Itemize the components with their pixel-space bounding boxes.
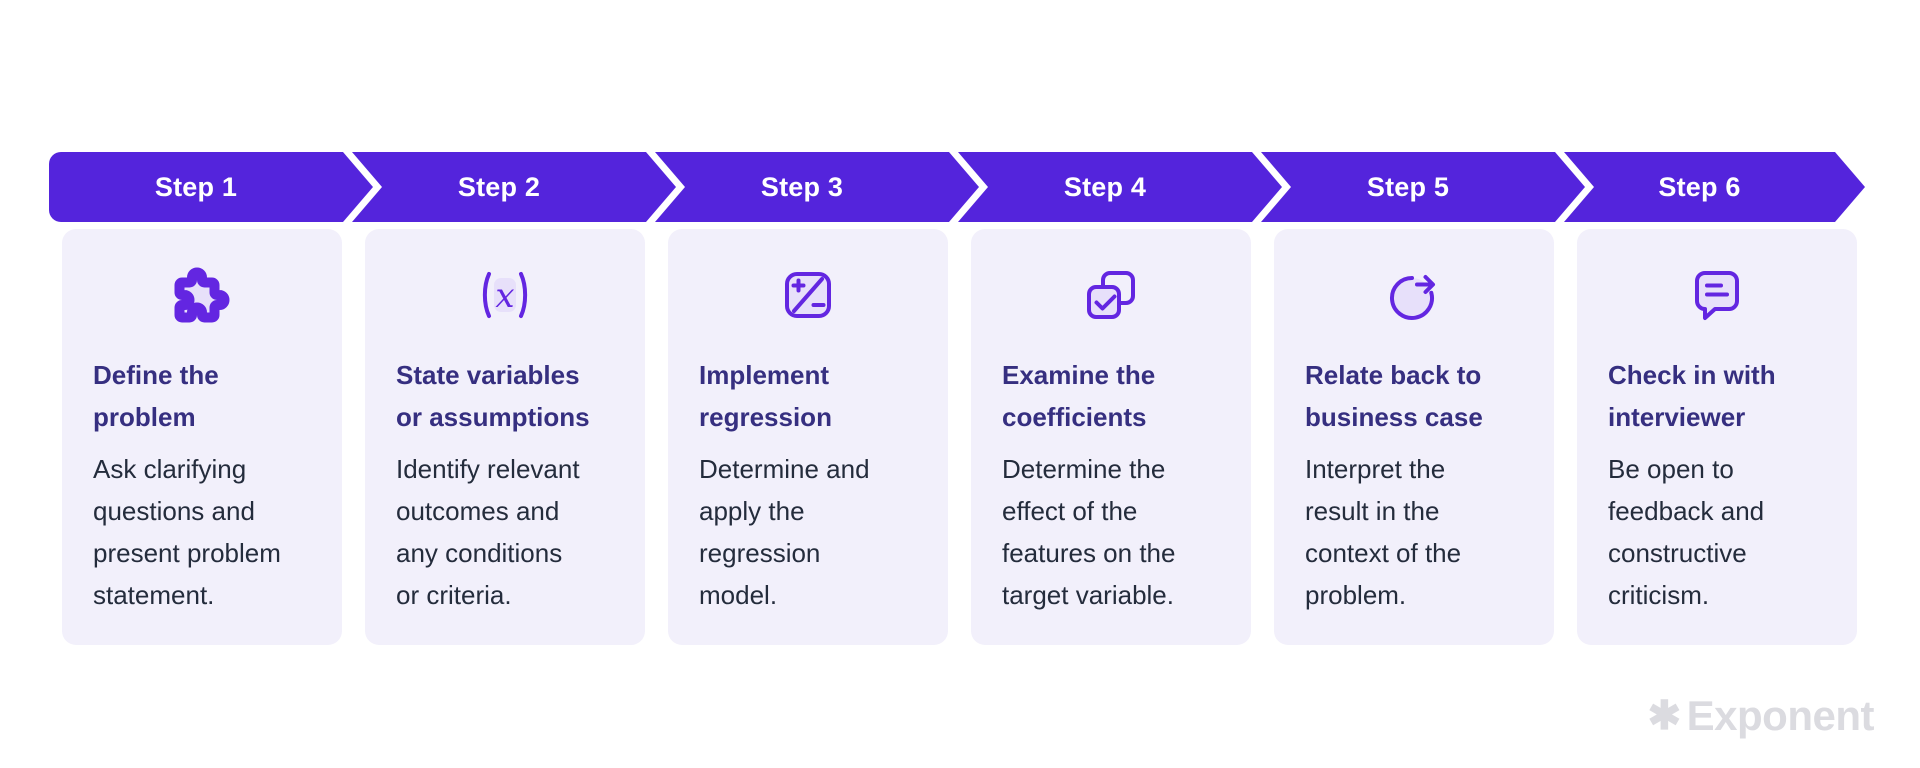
speech-bubble-icon bbox=[1695, 271, 1739, 320]
step-banner-4: Step 4 bbox=[958, 152, 1282, 222]
step-card-5: Relate back to business case Interpret t… bbox=[1274, 229, 1554, 645]
step-description: Interpret the result in the context of t… bbox=[1305, 454, 1462, 610]
step-label: Step 2 bbox=[457, 171, 541, 202]
step-card-1: Define the problem Ask clarifying questi… bbox=[62, 229, 342, 645]
step-banner-6: Step 6 bbox=[1564, 152, 1865, 222]
step-title: Check in with interviewer bbox=[1608, 360, 1776, 432]
step-card-2: x State variables or assumptions Identif… bbox=[365, 229, 645, 645]
step-column-5: Step 5 Relate back to business case Inte… bbox=[1274, 152, 1554, 645]
step-description: Determine the effect of the features on … bbox=[1002, 454, 1176, 610]
asterisk-logo-icon: ✱ bbox=[1647, 694, 1682, 738]
step-banner-5: Step 5 bbox=[1261, 152, 1585, 222]
step-column-4: Step 4 Examine the coefficients Determin… bbox=[971, 152, 1251, 645]
step-title: Examine the coefficients bbox=[1002, 360, 1156, 432]
step-banner-3: Step 3 bbox=[655, 152, 979, 222]
step-title: Relate back to business case bbox=[1305, 360, 1483, 432]
step-description: Ask clarifying questions and present pro… bbox=[93, 454, 281, 610]
process-flow: Step 1 Define the problem Ask clarifying… bbox=[0, 0, 1920, 645]
rotate-clockwise-icon bbox=[1390, 275, 1435, 320]
step-card-4: Examine the coefficients Determine the e… bbox=[971, 229, 1251, 645]
plus-minus-icon bbox=[785, 272, 831, 318]
step-card-6: Check in with interviewer Be open to fee… bbox=[1577, 229, 1857, 645]
step-label: Step 4 bbox=[1063, 171, 1147, 202]
step-column-3: Step 3 Implement regression Determine an… bbox=[668, 152, 948, 645]
step-label: Step 5 bbox=[1366, 171, 1450, 202]
step-column-1: Step 1 Define the problem Ask clarifying… bbox=[62, 152, 342, 645]
svg-text:x: x bbox=[495, 276, 514, 316]
step-card-3: Implement regression Determine and apply… bbox=[668, 229, 948, 645]
step-column-6: Step 6 Check in with interviewer Be open… bbox=[1577, 152, 1857, 645]
step-label: Step 6 bbox=[1658, 171, 1741, 202]
step-title: Define the problem bbox=[93, 360, 219, 432]
step-description: Be open to feedback and constructive cri… bbox=[1608, 454, 1765, 610]
exponent-logo: ✱ Exponent bbox=[1647, 692, 1875, 740]
step-banner-1: Step 1 bbox=[49, 152, 373, 222]
step-banner-2: Step 2 bbox=[352, 152, 676, 222]
step-description: Identify relevant outcomes and any condi… bbox=[396, 454, 580, 610]
puzzle-icon bbox=[174, 267, 230, 323]
step-title: State variables or assumptions bbox=[396, 360, 590, 432]
step-label: Step 1 bbox=[154, 171, 238, 202]
checkbox-copy-icon bbox=[1087, 271, 1135, 319]
step-title: Implement regression bbox=[699, 360, 832, 432]
step-label: Step 3 bbox=[760, 171, 844, 202]
logo-text: Exponent bbox=[1686, 692, 1875, 739]
variable-x-icon: x bbox=[482, 272, 528, 318]
step-column-2: Step 2 x State variables or assumptions … bbox=[365, 152, 645, 645]
step-description: Determine and apply the regression model… bbox=[699, 454, 870, 610]
